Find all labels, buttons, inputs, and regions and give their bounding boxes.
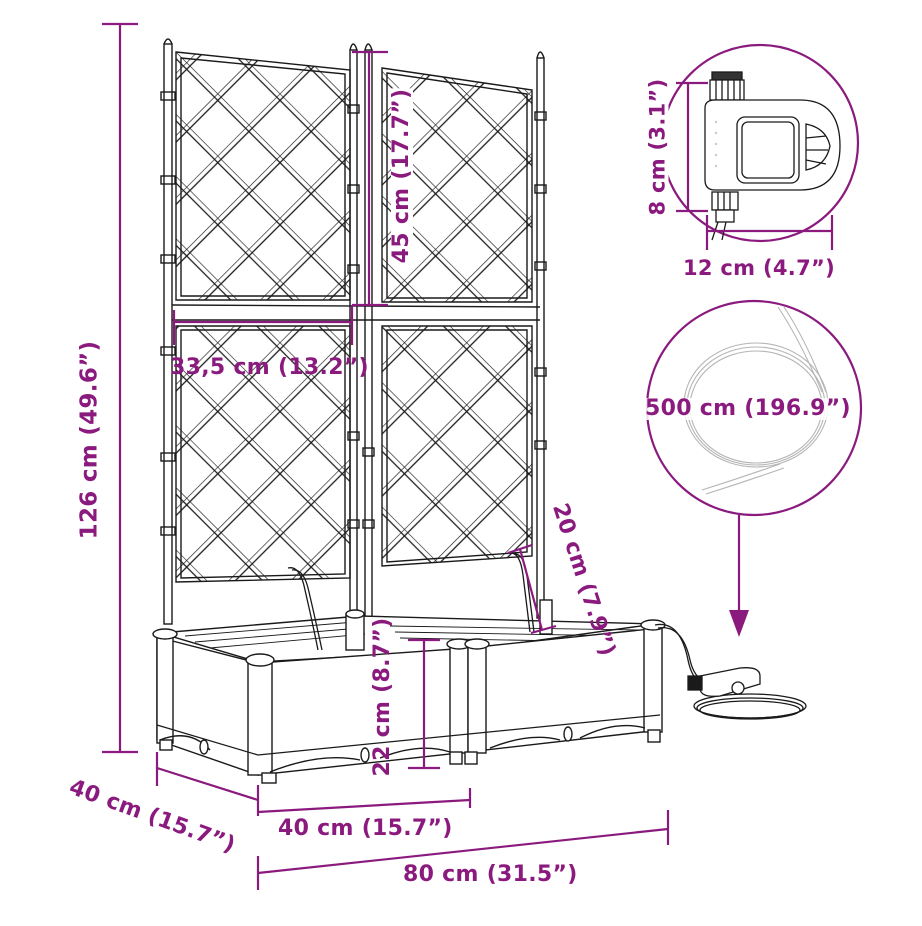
box-height-label: 22 cm (8.7”): [370, 617, 395, 777]
timer-detail-callout: [660, 43, 860, 250]
planter-box: [152, 599, 666, 784]
dimension-lines: [102, 22, 741, 890]
hose-length-label: 500 cm (196.9”): [645, 396, 851, 421]
total-height-label: 126 cm (49.6”): [76, 340, 103, 540]
module-width-label: 40 cm (15.7”): [278, 816, 453, 841]
trellis-panel-width-label: 33,5 cm (13.2”): [170, 355, 369, 380]
trellis-panel-height-label: 45 cm (17.7”): [389, 88, 414, 264]
timer-width-label: 12 cm (4.7”): [683, 256, 835, 280]
trellis: [160, 38, 547, 625]
total-width-label: 80 cm (31.5”): [403, 862, 578, 887]
timer-height-label: 8 cm (3.1”): [645, 78, 670, 216]
timer-with-coil: [687, 667, 807, 720]
arrow-down-icon: [729, 610, 749, 637]
